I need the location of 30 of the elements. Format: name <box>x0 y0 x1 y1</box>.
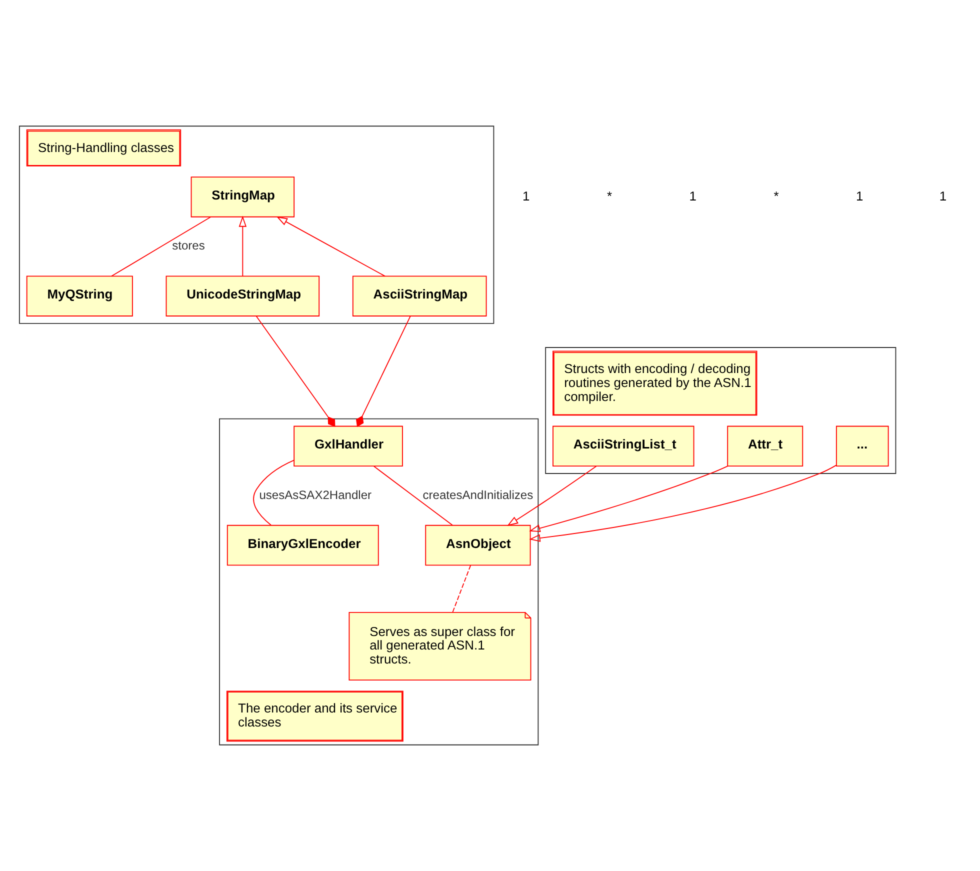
connector <box>253 460 295 526</box>
edge-label: usesAsSAX2Handler <box>259 488 372 502</box>
node-box: GxlHandler <box>294 426 403 467</box>
node-box: AsciiStringMap <box>352 276 487 316</box>
label: 1 <box>522 188 530 204</box>
label: * <box>774 188 779 204</box>
connector <box>256 316 336 427</box>
arrow <box>507 466 597 526</box>
label: 1 <box>689 188 696 204</box>
label: 1 <box>856 188 864 204</box>
arrow <box>529 464 837 542</box>
arrow <box>238 216 247 276</box>
connector <box>111 216 211 277</box>
connector <box>452 564 472 613</box>
node-box: UnicodeStringMap <box>166 276 320 316</box>
node-box: BinaryGxlEncoder <box>226 524 379 566</box>
edge-label: stores <box>172 238 205 253</box>
connector <box>373 466 453 526</box>
node-box: AsnObject <box>425 524 531 566</box>
edge-label: createsAndInitializes <box>422 488 534 502</box>
node-box: StringMap <box>190 176 295 218</box>
label: 1 <box>939 188 947 204</box>
connector <box>356 316 411 427</box>
node-box: MyQString <box>26 276 133 316</box>
arrow <box>529 466 728 532</box>
node-box: ... <box>836 426 889 467</box>
arrow <box>276 216 386 277</box>
node-box: Attr_t <box>727 426 804 467</box>
node-box: AsciiStringList_t <box>552 426 694 467</box>
label: * <box>606 188 612 204</box>
